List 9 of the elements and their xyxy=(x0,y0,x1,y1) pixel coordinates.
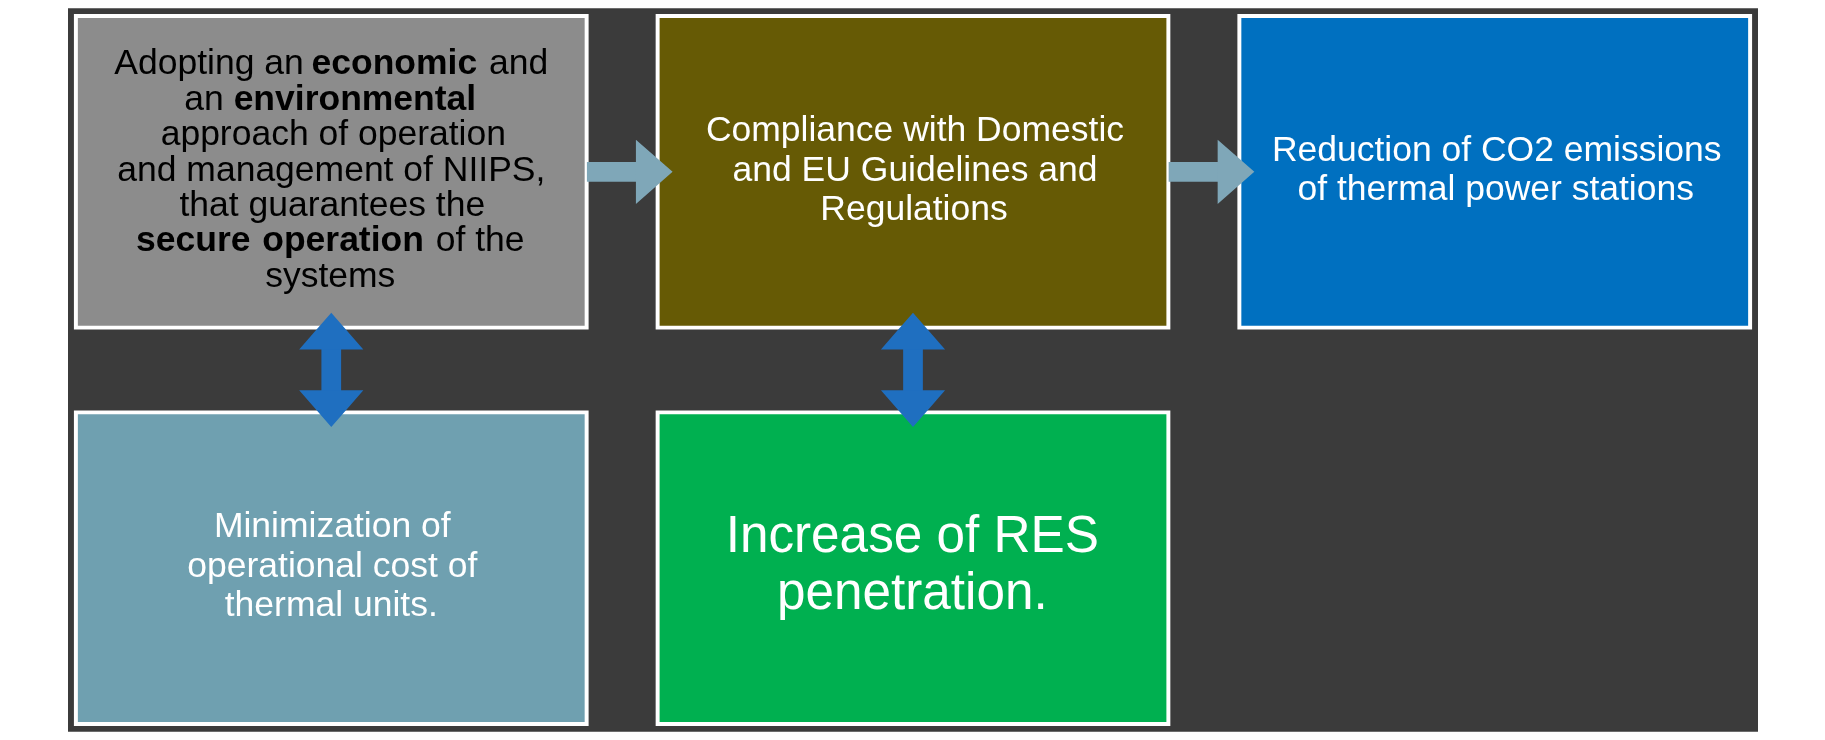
node-box: Minimization of operational cost of thermal units. xyxy=(73,410,589,726)
arrow xyxy=(880,312,945,427)
node-box: Adopting an economic and an environmental approach of operation and management of NIIPS, that guarantees the secure operation of the systems xyxy=(73,14,589,330)
arrow xyxy=(586,139,673,204)
node-box: Reduction of CO2 emissions of thermal power stations xyxy=(1236,14,1752,330)
arrow xyxy=(1168,139,1254,204)
node-box: Compliance with Domestic and EU Guidelines and Regulations xyxy=(655,14,1170,330)
node-box: Increase of RES penetration. xyxy=(655,410,1170,726)
arrow xyxy=(298,312,363,427)
